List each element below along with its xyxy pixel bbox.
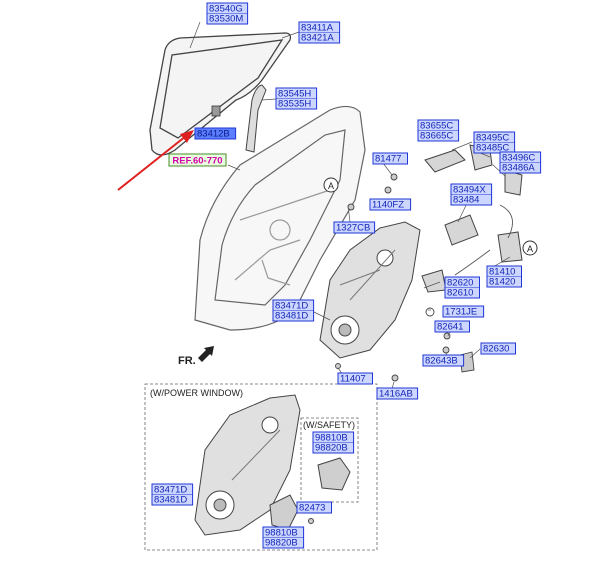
- part-number-text: 83412B: [197, 129, 230, 140]
- door-glass-drawing: [149, 32, 292, 156]
- part-label-p19[interactable]: 11407: [337, 372, 373, 385]
- safety-title: (W/SAFETY): [303, 420, 355, 430]
- part-label-p10[interactable]: 1140FZ: [369, 198, 412, 211]
- part-number-text: 83545H: [278, 89, 311, 100]
- part-label-box: [434, 320, 470, 333]
- red-pointer-arrow: [117, 130, 194, 191]
- part-label-box: [442, 305, 485, 318]
- part-label-box: [372, 152, 408, 165]
- part-number-text: 83411A: [301, 23, 334, 34]
- regulator-module-drawing: [319, 221, 421, 359]
- svg-text:A: A: [328, 181, 334, 191]
- part-label-box: [296, 501, 332, 514]
- part-number-text: 83655C: [420, 121, 453, 132]
- part-label-box: [376, 387, 419, 400]
- part-label-p4[interactable]: 83412B: [194, 127, 237, 140]
- part-number-text: 11407: [340, 374, 366, 385]
- power-motor-drawing: [269, 494, 314, 531]
- part-number-text: 83471D: [275, 301, 308, 312]
- part-label-p8[interactable]: 81477: [372, 152, 408, 165]
- part-number-text: 82473: [299, 503, 325, 514]
- part-number-text: 1327CB: [336, 223, 370, 234]
- part-label-box: [480, 342, 516, 355]
- part-label-p16[interactable]: 82641: [434, 320, 470, 333]
- glass-channel-drawing: [245, 84, 267, 153]
- part-number-text: 83535H: [278, 99, 311, 110]
- part-label-box: [337, 372, 373, 385]
- part-label-box: [422, 354, 465, 367]
- ref-label: REF.60-770: [172, 156, 222, 167]
- circle-marker-a-1: A: [323, 177, 339, 193]
- part-label-box: [369, 198, 412, 211]
- front-direction-indicator: FR.: [178, 346, 214, 367]
- part-number-text: 81410: [489, 267, 515, 278]
- part-number-text: 98810B: [265, 528, 298, 539]
- part-label-p18[interactable]: 82643B: [422, 354, 465, 367]
- safety-section: (W/SAFETY): [300, 417, 359, 503]
- part-label-p23[interactable]: 82473: [296, 501, 332, 514]
- part-number-text: 83495C: [476, 133, 509, 144]
- part-label-box: [333, 221, 376, 234]
- part-number-text: 83530M: [209, 14, 243, 25]
- part-number-text: 83484: [453, 195, 479, 206]
- power-regulator-drawing: [194, 394, 301, 536]
- circle-marker-a-2: A: [522, 240, 538, 256]
- part-number-text: 83540G: [209, 4, 243, 15]
- part-number-text: 1140FZ: [372, 200, 404, 211]
- part-number-text: 98810B: [315, 433, 348, 444]
- part-number-text: 98820B: [265, 538, 298, 549]
- part-number-text: 83481D: [154, 495, 187, 506]
- front-arrow-icon: [198, 346, 214, 362]
- part-label-p20[interactable]: 1416AB: [376, 387, 419, 400]
- part-number-text: 82620: [447, 278, 473, 289]
- door-panel-drawing: [194, 105, 366, 331]
- part-number-text: 83485C: [476, 143, 509, 154]
- part-number-text: 83471D: [154, 485, 187, 496]
- part-number-text: 83421A: [301, 33, 334, 44]
- part-number-text: 82641: [437, 322, 463, 333]
- part-label-p15[interactable]: 1731JE: [442, 305, 485, 318]
- part-number-text: 82643B: [425, 356, 458, 367]
- wire-drawing: [454, 204, 513, 276]
- part-number-text: 1731JE: [445, 307, 477, 318]
- part-number-text: 83665C: [420, 131, 453, 142]
- part-number-text: 83496C: [502, 153, 535, 164]
- part-number-text: 81420: [489, 277, 515, 288]
- svg-text:A: A: [527, 244, 533, 254]
- part-number-text: 83486A: [502, 163, 535, 174]
- safety-motor-drawing: [317, 457, 351, 491]
- glass-clip-drawing: [211, 105, 221, 117]
- part-label-p17[interactable]: 82630: [480, 342, 516, 355]
- power-window-title: (W/POWER WINDOW): [150, 388, 243, 398]
- part-number-text: 83494X: [453, 185, 486, 196]
- part-label-p11[interactable]: 1327CB: [333, 221, 376, 234]
- part-number-text: 98820B: [315, 443, 348, 454]
- part-number-text: 1416AB: [379, 389, 413, 400]
- power-window-section: (W/POWER WINDOW): [144, 383, 378, 551]
- part-number-text: 82610: [447, 288, 473, 299]
- part-number-text: 83481D: [275, 311, 308, 322]
- part-number-text: 82630: [483, 344, 509, 355]
- part-label-box: [194, 127, 237, 140]
- ref-label-box[interactable]: REF.60-770: [168, 153, 227, 167]
- fr-label: FR.: [178, 355, 196, 367]
- part-number-text: 81477: [375, 154, 401, 165]
